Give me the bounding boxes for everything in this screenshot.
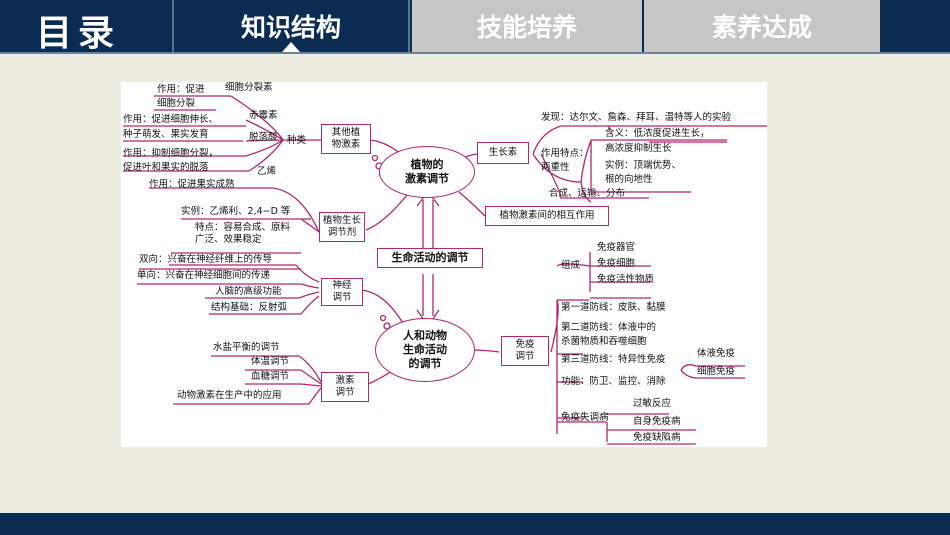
regulator-line1: 植物生长: [322, 215, 361, 226]
cytokinin-effect-2: 细胞分裂: [157, 98, 196, 109]
other-hormones-line2: 物激素: [331, 139, 361, 150]
auxin-transport: 合成、运输、分布: [549, 188, 626, 199]
regulator-feature-2: 广泛、效果稳定: [195, 234, 262, 245]
auxin-example-1: 实例：顶端优势、: [605, 160, 682, 171]
nerve-item-4: 结构基础：反射弧: [211, 302, 288, 313]
immune-line2-defense-b: 杀菌物质和吞噬细胞: [561, 336, 647, 347]
header-divider: [0, 52, 950, 54]
hormone-item-4: 动物激素在生产中的应用: [177, 390, 282, 401]
active-tab-caret-icon: [282, 42, 300, 52]
hormone-line1: 激素: [335, 375, 355, 386]
regulator-line2: 调节剂: [327, 227, 357, 238]
animal-node-line1: 人和动物: [403, 329, 447, 342]
header-bar: 目录 知识结构 技能培养 素养达成: [0, 0, 950, 54]
gibberellin-label: 赤霉素: [249, 110, 278, 121]
mind-map: 生命活动的调节 植物的 激素调节 人和动物 生命活动 的调节 其他植 物激素 种…: [121, 82, 767, 447]
ethylene-label: 乙烯: [257, 166, 277, 177]
cellular-immunity: 细胞免疫: [697, 366, 736, 377]
center-node: 生命活动的调节: [377, 248, 483, 268]
hormone-regulation-box: 激素 调节: [321, 372, 369, 402]
plant-node-line1: 植物的: [410, 158, 444, 171]
auxin-features-2: 两重性: [541, 162, 570, 173]
animal-node-line2: 生命活动: [403, 343, 447, 356]
kinds-label: 种类: [287, 135, 307, 146]
hormone-item-2: 体温调节: [251, 356, 290, 367]
immune-composition: 组成: [561, 260, 581, 271]
plant-growth-regulator-box: 植物生长 调节剂: [319, 212, 365, 242]
regulator-feature-1: 特点：容易合成、原料: [195, 222, 291, 233]
immune-line1-defense: 第一道防线：皮肤、黏膜: [561, 302, 666, 313]
nerve-item-2: 单向：兴奋在神经细胞间的传递: [137, 270, 271, 281]
regulator-example: 实例：乙烯利、2,4−D 等: [181, 206, 291, 217]
plant-hormone-node: 植物的 激素调节: [379, 146, 475, 198]
disorder-2: 自身免疫病: [633, 416, 681, 427]
abscisic-effect-1: 作用：抑制细胞分裂，: [123, 148, 219, 159]
auxin-discovery: 发现：达尔文、詹森、拜耳、温特等人的实验: [541, 112, 732, 123]
immune-line3-defense: 第三道防线：特异性免疫: [561, 354, 666, 365]
immune-disorders: 免疫失调病: [561, 412, 609, 423]
disorder-1: 过敏反应: [633, 398, 672, 409]
gibberellin-effect-1: 作用：促进细胞伸长、: [123, 114, 219, 125]
footer-bar: [0, 513, 950, 535]
immune-comp-3: 免疫活性物质: [597, 274, 655, 285]
nerve-item-3: 人脑的高级功能: [215, 286, 282, 297]
abscisic-label: 脱落酸: [249, 132, 278, 143]
gibberellin-effect-2: 种子萌发、果实发育: [123, 129, 209, 140]
immune-line2-defense-a: 第二道防线：体液中的: [561, 322, 657, 333]
immune-comp-1: 免疫器官: [597, 242, 636, 253]
auxin-example-2: 根的向地性: [605, 174, 653, 185]
page-title: 目录: [36, 13, 121, 54]
animal-regulation-node: 人和动物 生命活动 的调节: [375, 318, 475, 382]
nerve-item-1: 双向：兴奋在神经纤维上的传导: [139, 254, 273, 265]
tab-skill-training[interactable]: 技能培养: [412, 0, 642, 52]
disorder-3: 免疫缺陷病: [633, 432, 681, 443]
animal-node-line3: 的调节: [408, 357, 442, 370]
plant-node-line2: 激素调节: [405, 172, 449, 185]
hormone-interaction-box: 植物激素间的相互作用: [485, 206, 609, 226]
nerve-line2: 调节: [332, 292, 352, 303]
immune-function: 功能：防卫、监控、消除: [561, 376, 666, 387]
ethylene-effect: 作用：促进果实成熟: [149, 179, 235, 190]
immune-line1: 免疫: [515, 339, 535, 350]
auxin-box: 生长素: [477, 142, 529, 164]
auxin-features-1: 作用特点：: [541, 148, 589, 159]
other-hormones-line1: 其他植: [331, 127, 361, 138]
nerve-line1: 神经: [332, 280, 352, 291]
abscisic-effect-2: 促进叶和果实的脱落: [123, 162, 209, 173]
hormone-item-3: 血糖调节: [251, 371, 290, 382]
hormone-line2: 调节: [335, 387, 355, 398]
auxin-meaning-2: 高浓度抑制生长: [605, 143, 672, 154]
other-hormones-box: 其他植 物激素: [321, 124, 371, 154]
immune-line2: 调节: [515, 351, 535, 362]
immune-regulation-box: 免疫 调节: [501, 336, 549, 366]
cytokinin-label: 细胞分裂素: [225, 82, 273, 93]
immune-comp-2: 免疫细胞: [597, 258, 636, 269]
auxin-meaning-1: 含义：低浓度促进生长，: [605, 128, 710, 139]
hormone-item-1: 水盐平衡的调节: [213, 342, 280, 353]
cytokinin-effect-1: 作用：促进: [157, 84, 205, 95]
tab-literacy[interactable]: 素养达成: [644, 0, 880, 52]
humoral-immunity: 体液免疫: [697, 348, 736, 359]
nerve-regulation-box: 神经 调节: [321, 278, 363, 306]
mind-map-connectors: [123, 95, 767, 445]
